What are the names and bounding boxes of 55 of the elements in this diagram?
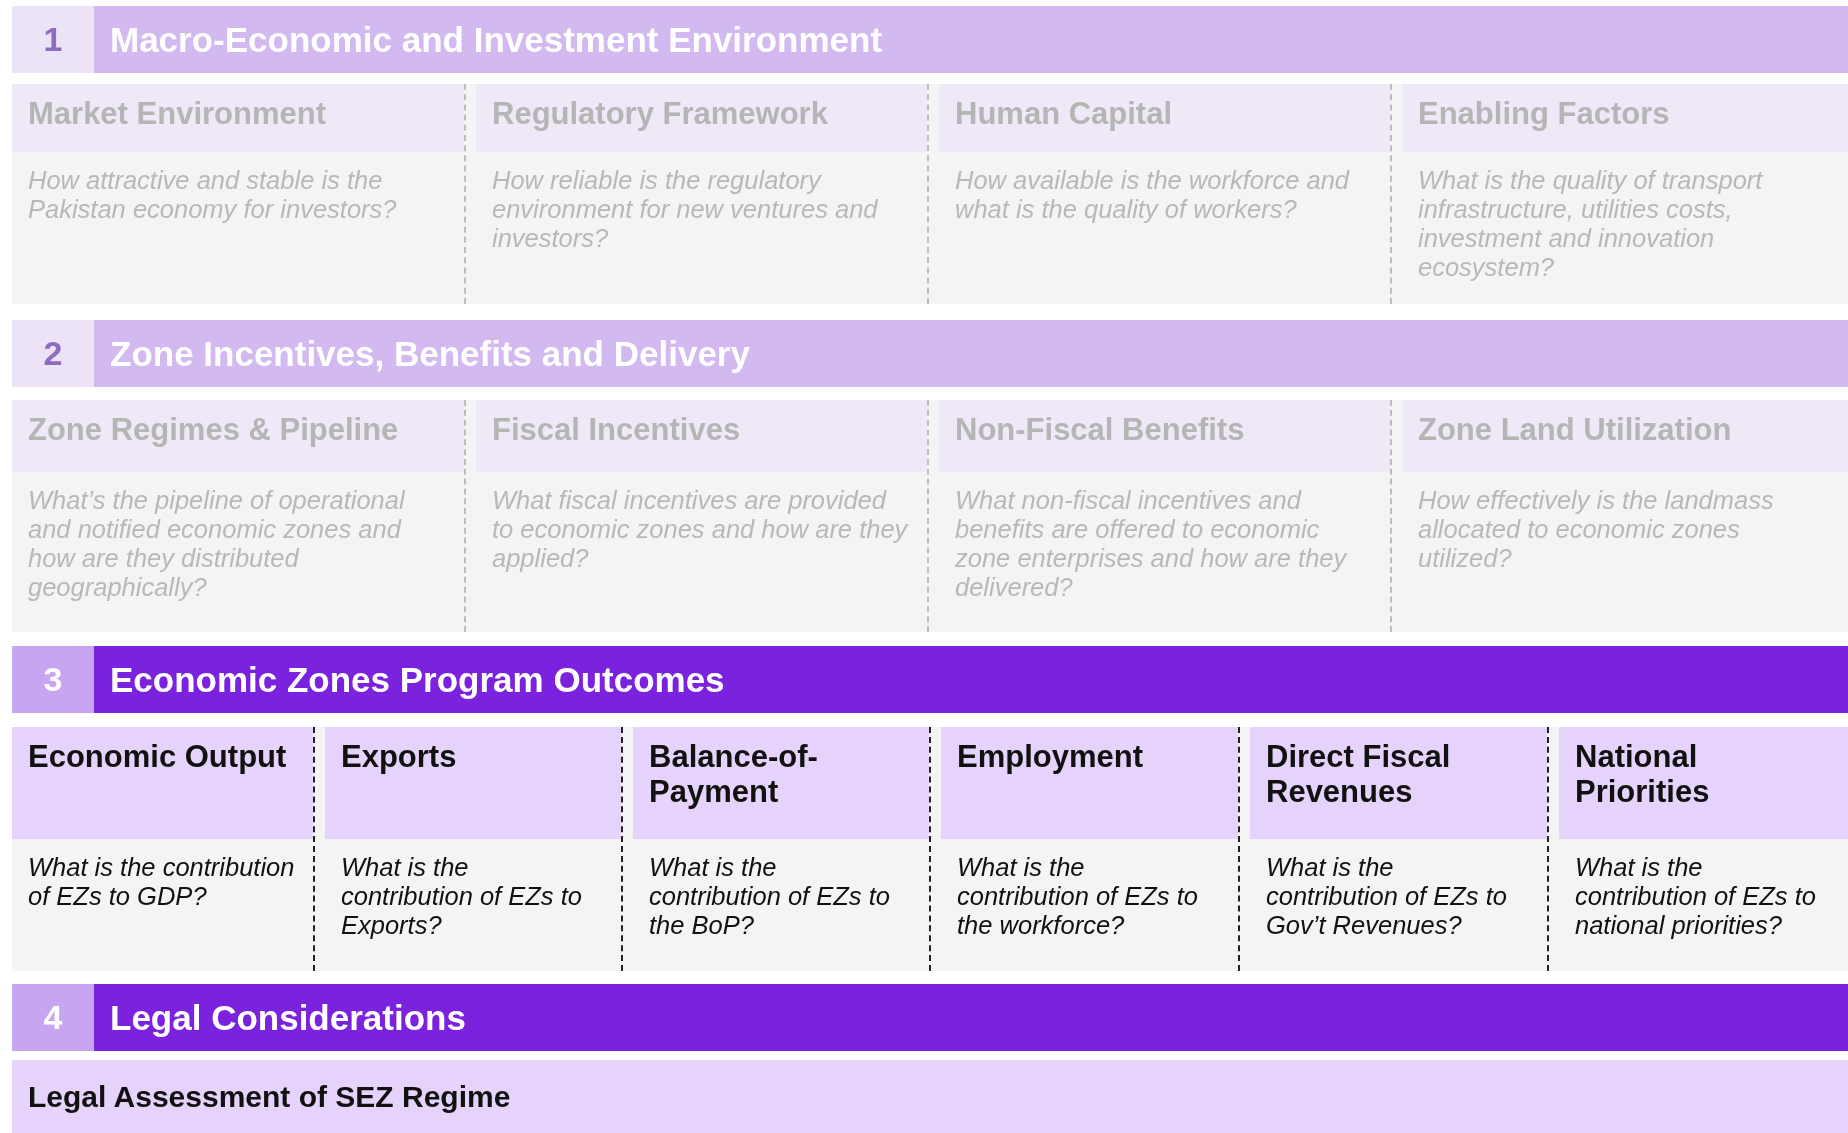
question-card (464, 400, 927, 632)
question-text: What fiscal incentives are provided to economic zones and how are they applied? (491, 485, 910, 573)
question-card (929, 727, 1238, 971)
section-number: 1 (12, 6, 94, 73)
question-card (12, 84, 464, 304)
section-title: Macro-Economic and Investment Environment (109, 19, 883, 60)
section-number: 4 (12, 984, 94, 1051)
question-text: What non-fiscal incentives and benefits are offered to economic zone enterprises and how are they delivered? (954, 485, 1349, 602)
section-title: Legal Considerations (109, 997, 466, 1038)
card-heading: Economic Output (12, 727, 313, 839)
question-card (464, 84, 927, 304)
card-heading: Enabling Factors (1402, 84, 1848, 152)
card-heading: Exports (325, 727, 621, 839)
section-title: Zone Incentives, Benefits and Delivery (109, 333, 750, 374)
question-card (12, 727, 313, 971)
question-text: What is the contribution of EZs to Gov’t Revenues? (1265, 852, 1508, 940)
card-heading: National Priorities (1559, 727, 1848, 839)
section-title: Economic Zones Program Outcomes (109, 659, 725, 700)
section-header (12, 646, 1848, 713)
question-text: What’s the pipeline of operational and notified economic zones and how are they distributed geographically? (27, 485, 407, 602)
question-text: How effectively is the landmass allocated to economic zones utilized? (1417, 485, 1775, 573)
card-heading: Non-Fiscal Benefits (939, 400, 1390, 472)
question-card (313, 727, 621, 971)
question-text: How reliable is the regulatory environment for new ventures and investors? (491, 165, 879, 253)
section-number: 3 (12, 646, 94, 713)
card-heading: Zone Land Utilization (1402, 400, 1848, 472)
section-header (12, 984, 1848, 1051)
assessment-bar: Legal Assessment of SEZ Regime (12, 1060, 1848, 1133)
section-number: 2 (12, 320, 94, 387)
question-card (1390, 84, 1848, 304)
question-card (621, 727, 929, 971)
card-heading: Direct Fiscal Revenues (1250, 727, 1547, 839)
card-heading: Balance-of-Payment (633, 727, 929, 839)
question-text: What is the contribution of EZs to the BoP? (648, 852, 891, 940)
question-text: What is the contribution of EZs to GDP? (27, 852, 296, 911)
question-card (927, 84, 1390, 304)
question-text: What is the contribution of EZs to the workforce? (956, 852, 1199, 940)
question-card (12, 400, 464, 632)
card-heading: Market Environment (12, 84, 464, 152)
card-heading: Zone Regimes & Pipeline (12, 400, 464, 472)
question-text: How available is the workforce and what is the quality of workers? (954, 165, 1351, 224)
question-text: What is the contribution of EZs to Exports? (340, 852, 583, 940)
card-heading: Regulatory Framework (476, 84, 927, 152)
section-header (12, 6, 1848, 73)
question-text: What is the quality of transport infrastructure, utilities costs, investment and innovation ecosystem? (1417, 165, 1764, 282)
question-text: How attractive and stable is the Pakistan economy for investors? (27, 165, 398, 224)
card-heading: Employment (941, 727, 1238, 839)
question-card (1390, 400, 1848, 632)
card-heading: Human Capital (939, 84, 1390, 152)
question-text: What is the contribution of EZs to national priorities? (1574, 852, 1817, 940)
question-card (1238, 727, 1547, 971)
card-heading: Fiscal Incentives (476, 400, 927, 472)
question-card (1547, 727, 1848, 971)
section-header (12, 320, 1848, 387)
question-card (927, 400, 1390, 632)
